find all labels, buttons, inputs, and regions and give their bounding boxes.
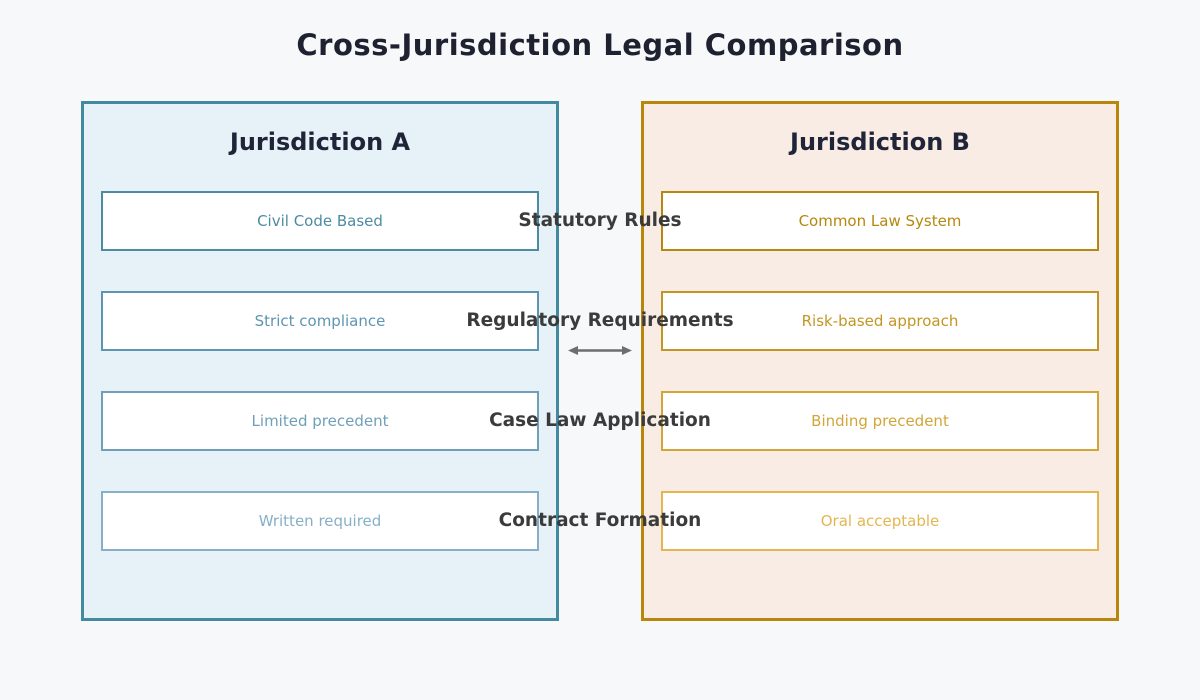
panel-b-item-label: Common Law System	[798, 212, 962, 230]
panel-a-item-label: Limited precedent	[251, 412, 389, 430]
panel-a-item-case-law-application: Limited precedent	[101, 391, 539, 451]
category-label-statutory-rules: Statutory Rules	[518, 210, 682, 231]
panel-a-item-label: Written required	[258, 512, 382, 530]
panel-jurisdiction-b: Jurisdiction B Common Law System Risk-ba…	[641, 101, 1119, 621]
panel-b-item-regulatory-requirements: Risk-based approach	[661, 291, 1099, 351]
page-title: Cross-Jurisdiction Legal Comparison	[296, 28, 904, 62]
panel-a-item-contract-formation: Written required	[101, 491, 539, 551]
panel-a-item-label: Civil Code Based	[257, 212, 383, 230]
panel-b-item-contract-formation: Oral acceptable	[661, 491, 1099, 551]
panel-b-item-label: Oral acceptable	[820, 512, 940, 530]
category-label-contract-formation: Contract Formation	[498, 510, 702, 531]
panel-b-item-statutory-rules: Common Law System	[661, 191, 1099, 251]
panel-a-title: Jurisdiction A	[229, 128, 411, 156]
category-label-regulatory-requirements: Regulatory Requirements	[466, 310, 734, 331]
panel-a-item-regulatory-requirements: Strict compliance	[101, 291, 539, 351]
category-label-case-law-application: Case Law Application	[489, 410, 711, 431]
panel-b-title: Jurisdiction B	[790, 128, 970, 156]
panel-b-item-label: Binding precedent	[811, 412, 949, 430]
panel-b-item-label: Risk-based approach	[801, 312, 959, 330]
panel-a-item-statutory-rules: Civil Code Based	[101, 191, 539, 251]
panel-b-item-case-law-application: Binding precedent	[661, 391, 1099, 451]
double-arrow-icon	[568, 343, 632, 358]
panel-a-item-label: Strict compliance	[254, 312, 386, 330]
panel-jurisdiction-a: Jurisdiction A Civil Code Based Strict c…	[81, 101, 559, 621]
